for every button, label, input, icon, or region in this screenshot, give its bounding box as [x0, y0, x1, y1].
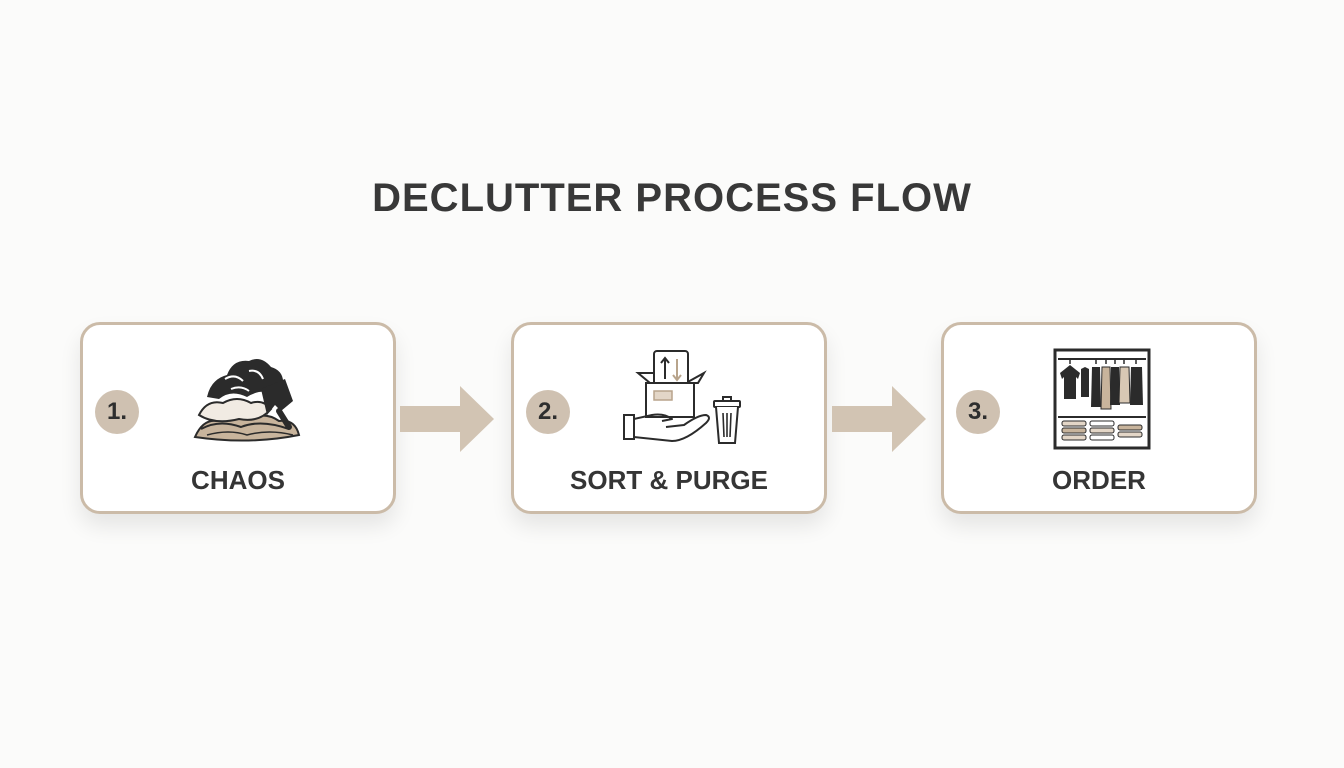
- step-number-badge: 1.: [95, 390, 139, 434]
- step-number-badge: 2.: [526, 390, 570, 434]
- arrow-right-icon: [832, 386, 926, 452]
- arrow-right-icon: [400, 386, 494, 452]
- wardrobe-rack-icon: [1053, 348, 1151, 450]
- clothes-pile-icon: [193, 359, 301, 442]
- step-label: CHAOS: [191, 465, 285, 495]
- step-card-sort-purge: 2. SORT & PURGE: [511, 322, 827, 514]
- step-label: SORT & PURGE: [570, 465, 768, 495]
- step-card-order: 3. ORDER: [941, 322, 1257, 514]
- step-label: ORDER: [1052, 465, 1146, 495]
- box-hand-trash-icon: [623, 350, 741, 444]
- step-number-badge: 3.: [956, 390, 1000, 434]
- step-card-chaos: 1. CHAOS: [80, 322, 396, 514]
- diagram-title: DECLUTTER PROCESS FLOW: [372, 176, 972, 220]
